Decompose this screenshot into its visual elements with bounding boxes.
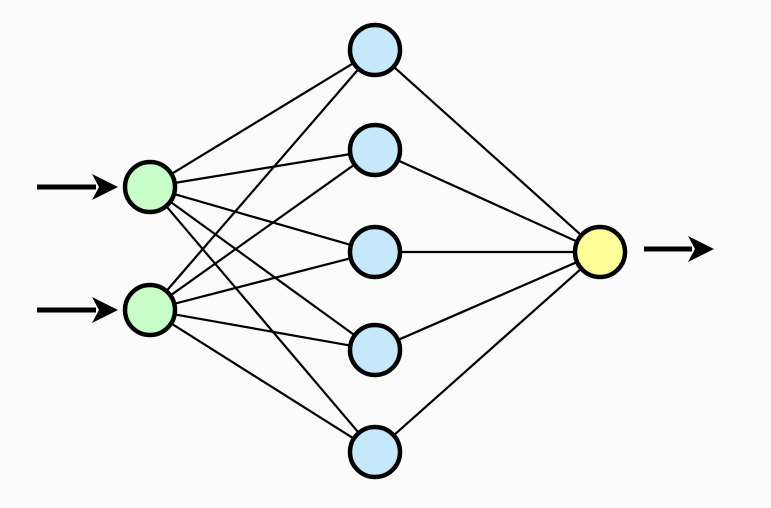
edge-h-2-to-out-1 xyxy=(394,158,581,244)
node-in-2[interactable] xyxy=(122,282,178,338)
output-arrow-1-head xyxy=(688,236,714,262)
edge-in-1-to-h-3 xyxy=(170,192,355,247)
input-arrow-2 xyxy=(37,297,118,323)
input-layer xyxy=(122,159,178,338)
node-h-3[interactable] xyxy=(347,224,403,280)
edge-in-2-to-h-2 xyxy=(167,162,358,298)
edge-in-1-to-h-1 xyxy=(168,60,357,177)
node-circle-h-1[interactable] xyxy=(347,22,403,78)
node-circle-in-1[interactable] xyxy=(122,159,178,215)
edge-h-4-to-out-1 xyxy=(394,260,581,342)
edges-group xyxy=(163,60,584,441)
node-h-2[interactable] xyxy=(347,122,403,178)
node-out-1[interactable] xyxy=(572,224,628,280)
input-arrow-2-head xyxy=(92,297,118,323)
input-arrow-1 xyxy=(37,174,118,200)
edge-in-2-to-h-1 xyxy=(163,66,362,294)
edge-in-2-to-h-5 xyxy=(168,321,357,441)
node-circle-out-1[interactable] xyxy=(572,224,628,280)
edge-in-1-to-h-2 xyxy=(171,152,354,185)
node-circle-h-5[interactable] xyxy=(347,424,403,480)
node-circle-h-2[interactable] xyxy=(347,122,403,178)
edge-h-1-to-out-1 xyxy=(391,64,584,238)
node-circle-h-3[interactable] xyxy=(347,224,403,280)
node-h-1[interactable] xyxy=(347,22,403,78)
output-arrow-1 xyxy=(644,236,714,262)
node-circle-h-4[interactable] xyxy=(347,322,403,378)
edge-in-1-to-h-4 xyxy=(167,199,358,338)
io-arrows-group xyxy=(37,174,714,323)
node-h-5[interactable] xyxy=(347,424,403,480)
input-arrow-1-head xyxy=(92,174,118,200)
edge-in-2-to-h-4 xyxy=(171,312,354,348)
hidden-layer xyxy=(347,22,403,480)
edge-in-1-to-h-5 xyxy=(163,203,362,436)
edge-in-2-to-h-3 xyxy=(171,256,354,306)
nodes-group xyxy=(122,22,628,480)
edge-h-5-to-out-1 xyxy=(391,266,584,438)
node-h-4[interactable] xyxy=(347,322,403,378)
output-layer xyxy=(572,224,628,280)
node-in-1[interactable] xyxy=(122,159,178,215)
node-circle-in-2[interactable] xyxy=(122,282,178,338)
